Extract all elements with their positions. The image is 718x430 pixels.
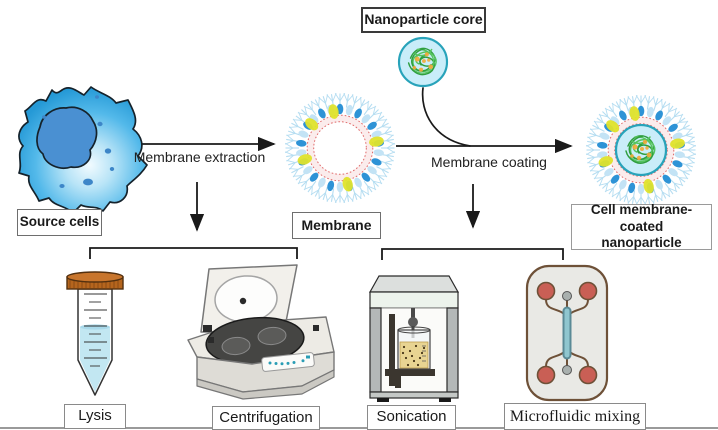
centrifuge-latch [203, 325, 212, 332]
sonicator-foot [439, 398, 451, 402]
sonicator-stand-vertical [389, 314, 395, 386]
tube-liquid [80, 327, 110, 392]
membrane-coating-text: Membrane coating [431, 154, 547, 170]
membrane-label: Membrane [292, 212, 381, 239]
lysis-tube-illustration [66, 271, 124, 396]
centrifuge-rotor [257, 326, 287, 346]
coated-nanoparticle-label-line1: Cell membrane-coated [590, 201, 693, 234]
lysis-label: Lysis [64, 404, 126, 429]
centrifuge-rotor [221, 336, 251, 356]
source-cell-illustration [18, 86, 148, 214]
chip-channels [545, 299, 589, 367]
tube-cap-ribs [69, 278, 119, 288]
tube-graduations-major [84, 293, 107, 359]
centrifuge-lid-dot [239, 297, 247, 305]
centrifuge-latch [208, 337, 214, 343]
coated-nanoparticle-illustration [585, 94, 697, 206]
sonicator-probe-ball [408, 317, 418, 327]
bracket-right [381, 248, 564, 260]
source-cells-label: Source cells [17, 209, 102, 236]
sonicator-pillar-right [446, 307, 459, 393]
cell-spots [42, 95, 115, 188]
centrifugation-label: Centrifugation [212, 406, 320, 430]
chip-port [536, 365, 556, 385]
tube-meniscus [80, 324, 110, 330]
nanoparticle-core-illustration [397, 36, 449, 88]
microfluidic-mixing-label: Microfluidic mixing [504, 403, 646, 430]
coated-nanoparticle-label-line2: nanoparticle [601, 235, 682, 251]
sonicator-particles [401, 344, 426, 367]
tube-graduations-minor [89, 301, 101, 367]
bracket-left [89, 247, 298, 259]
nanoparticle-core-label: Nanoparticle core [361, 7, 486, 33]
sonicator-pillar-left [369, 307, 382, 393]
chip-port [536, 281, 556, 301]
sonicator-beaker-rim [397, 326, 431, 334]
sonicator-beaker-ticks [422, 345, 426, 362]
centrifuge-illustration [187, 264, 335, 400]
sonicator-stand-cross [395, 376, 401, 388]
tube-cap-top [66, 271, 124, 283]
sonicator-top-face [368, 275, 460, 293]
centrifuge-base [196, 369, 335, 400]
core-to-arrow-curve [421, 87, 471, 147]
centrifuge-latch [313, 325, 319, 331]
cell-nucleus [36, 106, 98, 169]
sonicator-base [369, 391, 459, 399]
sonicator-probe-shaft [411, 308, 415, 318]
sonicator-illustration [368, 275, 460, 402]
sonicator-foot [377, 398, 389, 402]
chip-node [562, 365, 572, 375]
centrifuge-panel-buttons [268, 355, 310, 366]
microfluidic-chip-illustration [525, 264, 609, 402]
membrane-illustration [284, 92, 396, 204]
coated-nanoparticle-label: Cell membrane-coated nanoparticle [571, 201, 712, 251]
sonicator-platform [385, 369, 435, 376]
chip-port [578, 365, 598, 385]
chip-node [562, 291, 572, 301]
sonicator-top-front [369, 291, 459, 309]
sonication-label: Sonication [367, 405, 456, 430]
membrane-extraction-text: Membrane extraction [133, 149, 266, 165]
chip-port [578, 281, 598, 301]
